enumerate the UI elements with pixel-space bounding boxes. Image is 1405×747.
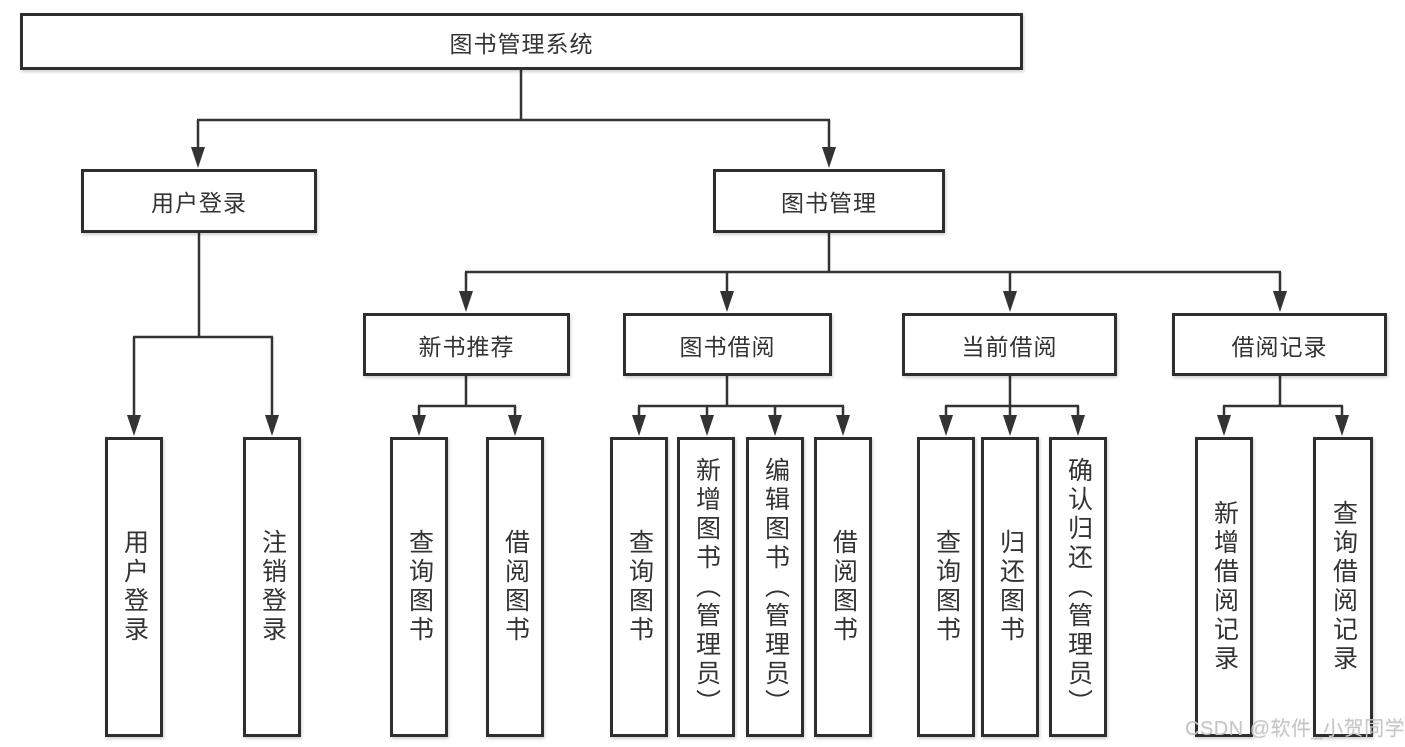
arrowhead bbox=[700, 415, 714, 436]
arrowhead bbox=[508, 415, 522, 436]
arrowhead bbox=[265, 415, 279, 436]
arrowhead bbox=[1071, 415, 1085, 436]
edge-current-borrowing-to-leaves bbox=[944, 376, 1080, 417]
arrowhead bbox=[1003, 415, 1017, 436]
arrowhead bbox=[412, 415, 426, 436]
leaf-borrow-books-recommend: 借阅图书 bbox=[486, 437, 544, 737]
watermark: CSDN @软件_小贺同学 bbox=[1185, 718, 1405, 740]
leaf-confirm-return-admin: 确认归还（管理员） bbox=[1049, 437, 1107, 737]
arrowhead bbox=[720, 291, 734, 312]
arrowhead bbox=[1217, 415, 1231, 436]
node-current-borrowing: 当前借阅 bbox=[902, 313, 1117, 376]
node-user-login: 用户登录 bbox=[81, 169, 317, 233]
arrowhead bbox=[1003, 291, 1017, 312]
leaf-query-books-borrowing: 查询图书 bbox=[610, 437, 668, 737]
node-borrow-records: 借阅记录 bbox=[1172, 313, 1387, 376]
node-book-management: 图书管理 bbox=[713, 169, 945, 233]
arrowhead bbox=[1335, 415, 1349, 436]
arrowhead bbox=[822, 147, 836, 168]
edge-book-borrowing-to-leaves bbox=[637, 376, 845, 417]
arrowhead bbox=[1273, 291, 1287, 312]
arrowhead bbox=[836, 415, 850, 436]
leaf-query-books-current: 查询图书 bbox=[917, 437, 975, 737]
edge-new-book-recommend-to-leaves bbox=[417, 376, 517, 417]
arrowhead bbox=[191, 147, 205, 168]
leaf-add-book-admin: 新增图书（管理员） bbox=[677, 437, 735, 737]
leaf-query-books-recommend: 查询图书 bbox=[390, 437, 448, 737]
leaf-add-borrow-record: 新增借阅记录 bbox=[1195, 437, 1253, 737]
arrowhead bbox=[939, 415, 953, 436]
leaf-query-borrow-record: 查询借阅记录 bbox=[1313, 437, 1373, 737]
arrowhead bbox=[127, 415, 141, 436]
node-root: 图书管理系统 bbox=[20, 13, 1023, 70]
edge-book-management-to-level3 bbox=[464, 233, 1282, 293]
arrowhead bbox=[632, 415, 646, 436]
node-new-book-recommend: 新书推荐 bbox=[363, 313, 570, 376]
leaf-return-book: 归还图书 bbox=[981, 437, 1039, 737]
leaf-logout: 注销登录 bbox=[243, 437, 301, 737]
arrowhead bbox=[768, 415, 782, 436]
arrowhead bbox=[459, 291, 473, 312]
leaf-edit-book-admin: 编辑图书（管理员） bbox=[746, 437, 804, 737]
leaf-user-login: 用户登录 bbox=[105, 437, 163, 737]
edge-root-to-level2 bbox=[196, 70, 831, 149]
leaf-borrow-books-borrowing: 借阅图书 bbox=[814, 437, 872, 737]
edge-user-login-to-leaves bbox=[132, 233, 274, 417]
edge-borrow-records-to-leaves bbox=[1222, 376, 1344, 417]
node-book-borrowing: 图书借阅 bbox=[623, 313, 832, 376]
